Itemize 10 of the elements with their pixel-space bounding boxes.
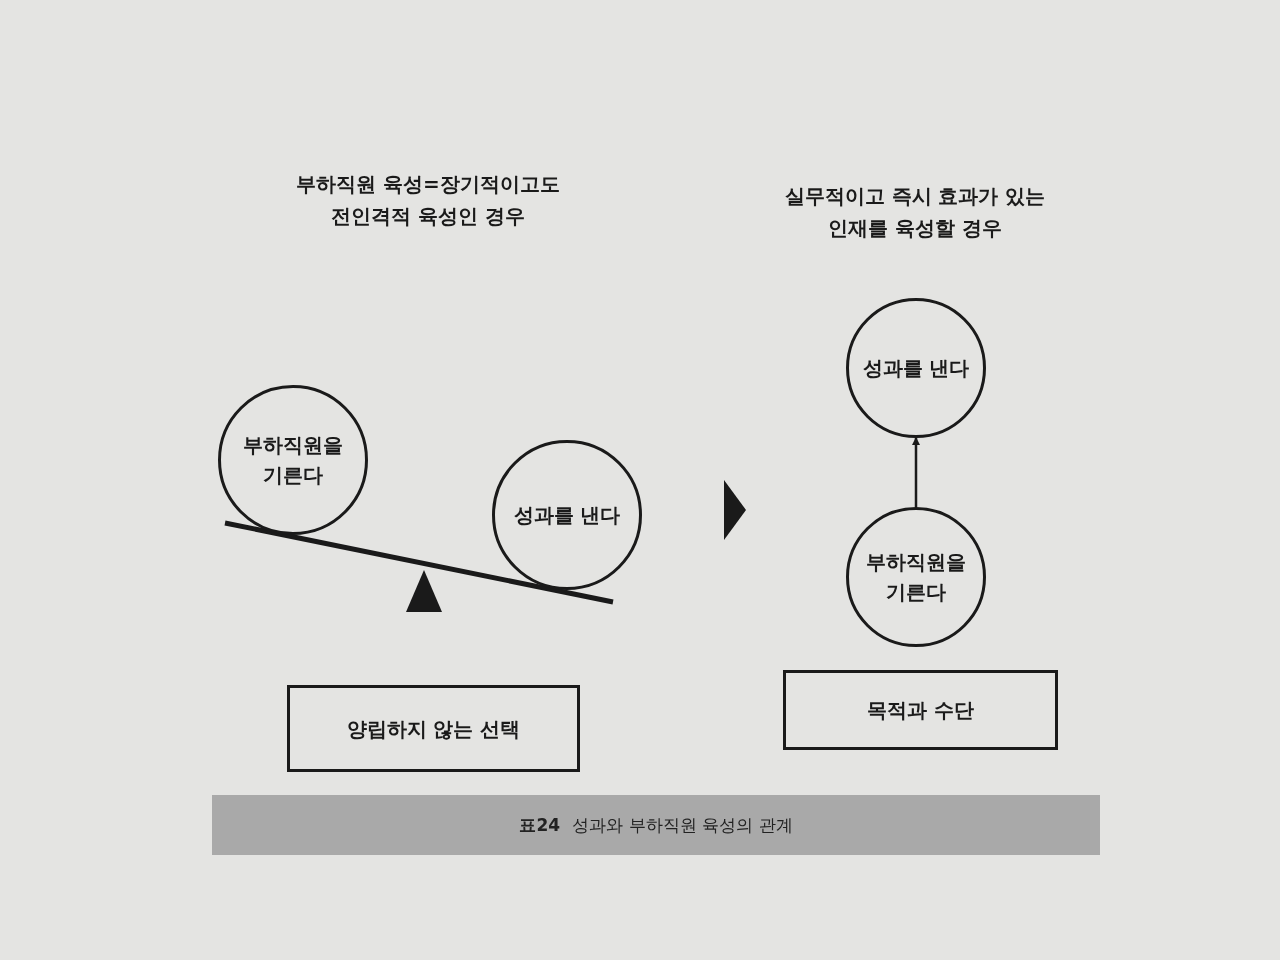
- circle-node: 성과를 낸다: [846, 298, 986, 438]
- circle-node: 부하직원을 기른다: [846, 507, 986, 647]
- circle-node: 성과를 낸다: [492, 440, 642, 590]
- heading: 부하직원 육성=장기적이고도 전인격적 육성인 경우: [295, 171, 561, 230]
- heading: 실무적이고 즉시 효과가 있는 인재를 육성할 경우: [783, 183, 1047, 242]
- text-box: 양립하지 않는 선택: [287, 685, 580, 772]
- circle-node: 부하직원을 기른다: [218, 385, 368, 535]
- caption-bar: 표24 성과와 부하직원 육성의 관계: [212, 795, 1100, 855]
- text-box: 목적과 수단: [783, 670, 1058, 750]
- arrow: [912, 437, 920, 507]
